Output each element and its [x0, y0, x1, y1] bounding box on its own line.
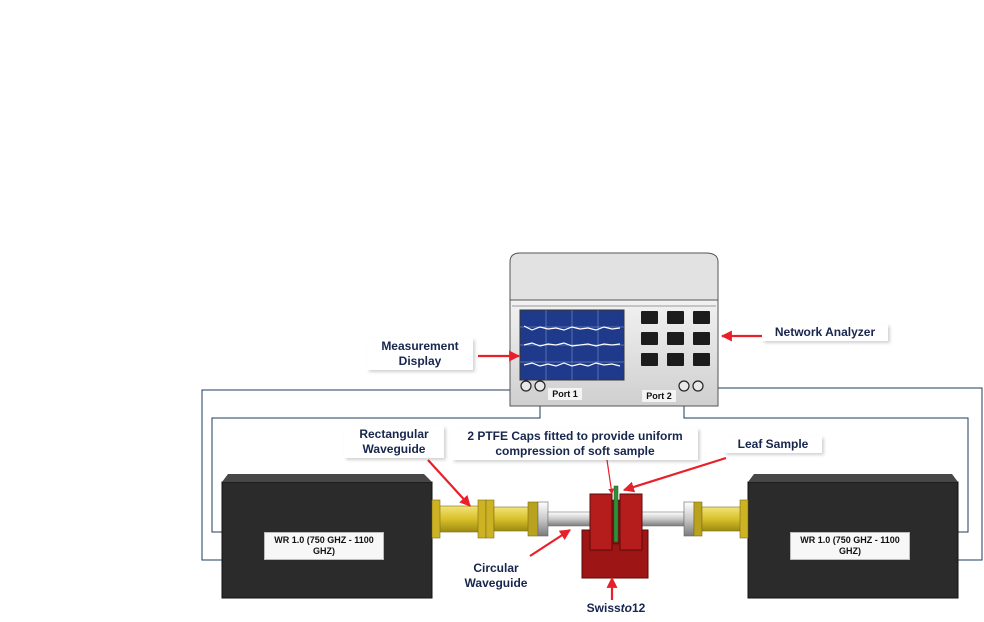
- analyzer-keypad: [641, 311, 710, 366]
- cable-port2-inner: [683, 388, 969, 533]
- cable-port1-inner: [211, 388, 541, 533]
- swissto12-label: Swissto12: [572, 600, 660, 617]
- arrow-circular-waveguide: [529, 529, 571, 557]
- left-waveguide-assembly: [431, 499, 595, 539]
- port1-connector-a: [520, 380, 532, 392]
- leaf-sample-sheet: [613, 485, 619, 543]
- left-module-label: WR 1.0 (750 GHZ - 1100 GHZ): [264, 532, 384, 560]
- swissto12-italic: to: [620, 601, 632, 615]
- arrow-rectangular-waveguide: [427, 459, 471, 507]
- port1-connector-b: [534, 380, 546, 392]
- trace-1: [523, 325, 621, 331]
- arrow-leaf-sample: [622, 456, 727, 493]
- circular-waveguide-label: Circular Waveguide: [464, 561, 528, 590]
- annotation-arrows: [427, 330, 762, 600]
- ptfe-caps-label: 2 PTFE Caps fitted to provide uniform co…: [452, 428, 698, 460]
- rectangular-waveguide-label: Rectangular Waveguide: [344, 426, 444, 458]
- port1-label: Port 1: [548, 388, 582, 400]
- measurement-display-label: Measurement Display: [367, 338, 473, 370]
- network-analyzer: [509, 252, 719, 407]
- arrow-ptfe-caps: [606, 459, 615, 495]
- network-analyzer-label: Network Analyzer: [762, 324, 888, 341]
- port2-label: Port 2: [642, 390, 676, 402]
- leaf-sample-label: Leaf Sample: [724, 436, 822, 453]
- trace-2: [523, 342, 621, 347]
- swissto12-prefix: Swiss: [586, 601, 621, 615]
- right-waveguide-assembly: [627, 499, 749, 539]
- right-module-label: WR 1.0 (750 GHZ - 1100 GHZ): [790, 532, 910, 560]
- port2-connector-a: [678, 380, 690, 392]
- sample-holder: [581, 485, 649, 579]
- trace-3: [523, 362, 621, 367]
- swissto12-suffix: 12: [632, 601, 646, 615]
- port2-connector-b: [692, 380, 704, 392]
